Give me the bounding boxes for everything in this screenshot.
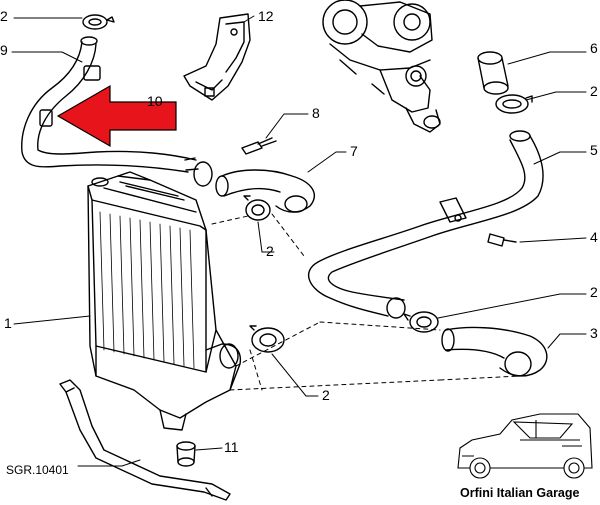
routing-lines bbox=[211, 213, 521, 391]
car-logo bbox=[457, 413, 593, 479]
intercooler-part-1 bbox=[87, 171, 242, 431]
bracket-part-12 bbox=[183, 13, 251, 101]
bolt-part-8 bbox=[241, 137, 277, 155]
diagram-reference-code: SGR.10401 bbox=[6, 463, 69, 477]
hose-part-7 bbox=[215, 169, 315, 213]
callout-2-top: 2 bbox=[0, 8, 8, 24]
turbocharger bbox=[322, 0, 441, 133]
clamp-part-2-mid-left bbox=[243, 195, 271, 221]
hose-part-3 bbox=[441, 326, 548, 377]
clamp-part-2-top bbox=[82, 14, 115, 30]
callout-2-mid-left: 2 bbox=[266, 243, 274, 259]
callout-4: 4 bbox=[590, 229, 598, 245]
plug-part-11 bbox=[176, 441, 196, 467]
bolt-part-4 bbox=[487, 233, 517, 247]
callout-2-lower: 2 bbox=[322, 387, 330, 403]
hose-part-5 bbox=[307, 130, 544, 319]
callout-8: 8 bbox=[312, 105, 320, 121]
mounting-frame bbox=[59, 379, 231, 501]
callout-5: 5 bbox=[590, 142, 598, 158]
callout-12: 12 bbox=[258, 8, 274, 24]
leader-lines bbox=[11, 15, 587, 467]
callout-2-mid-right: 2 bbox=[590, 284, 598, 300]
callout-11: 11 bbox=[224, 439, 239, 455]
clamp-part-2-mid-right bbox=[403, 311, 439, 333]
sleeve-part-6 bbox=[477, 51, 509, 95]
clamp-part-2-lower bbox=[249, 325, 285, 353]
highlight-arrow bbox=[56, 84, 177, 148]
callout-1: 1 bbox=[4, 315, 12, 331]
hose-part-9 bbox=[21, 36, 213, 187]
clamp-part-2-top-right bbox=[495, 94, 533, 114]
callout-9: 9 bbox=[0, 42, 8, 58]
callout-2-top-right: 2 bbox=[590, 83, 598, 99]
brand-caption: Orfini Italian Garage bbox=[460, 486, 580, 500]
callout-10: 10 bbox=[147, 93, 163, 109]
callout-3: 3 bbox=[590, 325, 598, 341]
callout-6: 6 bbox=[590, 40, 598, 56]
callout-7: 7 bbox=[350, 143, 358, 159]
